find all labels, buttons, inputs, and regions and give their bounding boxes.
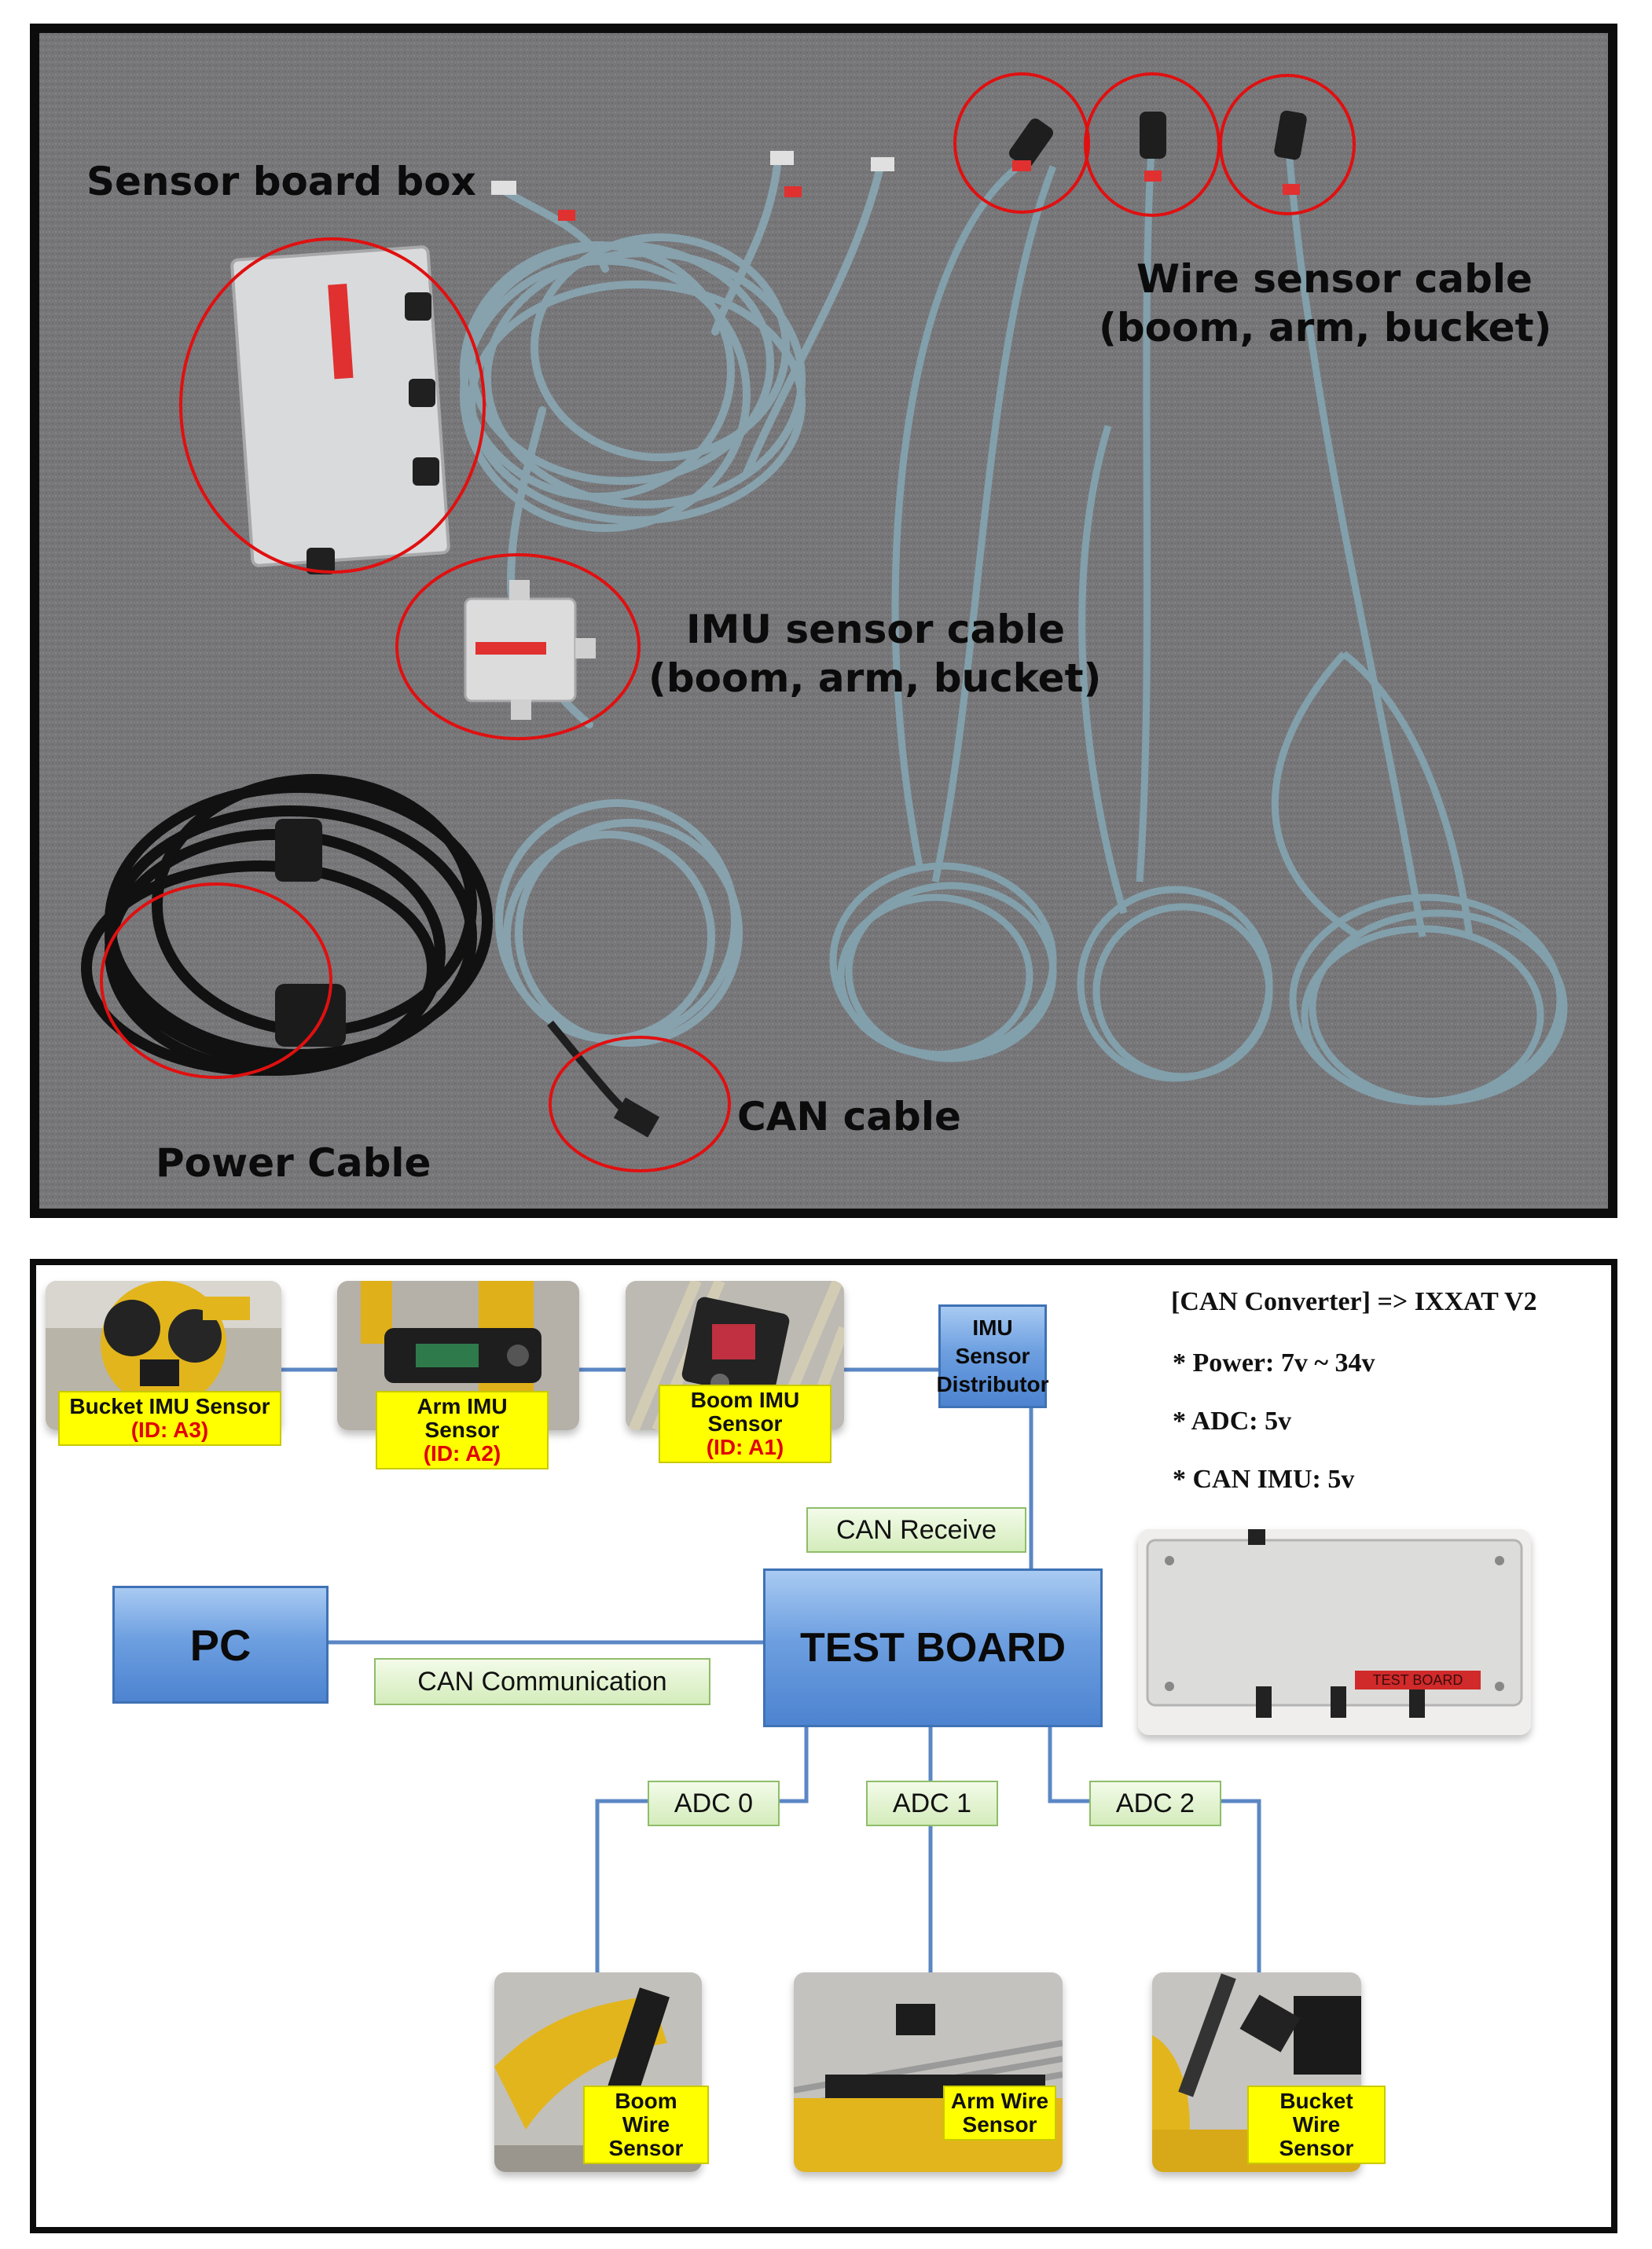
bucket-imu-name: Bucket IMU Sensor xyxy=(69,1394,270,1418)
cable-photo xyxy=(39,33,1608,1209)
cable-connectors xyxy=(491,151,894,221)
system-diagram-panel: Bucket IMU Sensor (ID: A3) Arm IMU Senso… xyxy=(30,1259,1617,2233)
imu-sensor-distributor: IMU Sensor Distributor xyxy=(936,1304,1049,1408)
can-communication-tag: CAN Communication xyxy=(374,1658,710,1705)
test-board-box: TEST BOARD xyxy=(763,1568,1103,1727)
bucket-imu-label: Bucket IMU Sensor (ID: A3) xyxy=(58,1391,281,1446)
line-adc2 xyxy=(1048,1727,1261,1972)
board-photo-sticker: TEST BOARD xyxy=(1373,1672,1463,1688)
highlight-circles xyxy=(100,72,1356,1172)
spec-can-imu: * CAN IMU: 5v xyxy=(1173,1465,1355,1494)
arm-wire-line2: Sensor xyxy=(962,2112,1037,2137)
adc2-tag: ADC 2 xyxy=(1089,1781,1221,1826)
boom-wire-line2: Sensor xyxy=(608,2136,684,2160)
spec-can-converter: [CAN Converter] => IXXAT V2 xyxy=(1171,1287,1537,1316)
arm-imu-name: Arm IMU Sensor xyxy=(417,1394,508,1442)
bucket-wire-line2: Sensor xyxy=(1279,2136,1354,2160)
sensor-board-box xyxy=(230,245,450,574)
wire-sensor-cable-label-line2: (boom, arm, bucket) xyxy=(1099,305,1552,350)
boom-imu-label: Boom IMU Sensor (ID: A1) xyxy=(659,1385,832,1463)
arm-wire-label: Arm Wire Sensor xyxy=(943,2086,1056,2141)
boom-imu-name: Boom IMU Sensor xyxy=(690,1388,800,1436)
boom-wire-line1: Boom Wire xyxy=(615,2089,677,2137)
power-cable-label: Power Cable xyxy=(156,1140,431,1186)
arm-imu-label: Arm IMU Sensor (ID: A2) xyxy=(376,1391,549,1469)
imu-sensor-cable-label-line2: (boom, arm, bucket) xyxy=(648,655,1102,701)
imu-junction-box xyxy=(464,580,596,720)
distributor-line1: IMU Sensor xyxy=(955,1315,1030,1368)
arm-wire-line1: Arm Wire xyxy=(950,2089,1049,2113)
imu-cable-coil xyxy=(460,155,884,728)
can-cable-label: CAN cable xyxy=(737,1094,961,1139)
adc0-tag: ADC 0 xyxy=(648,1781,780,1826)
adc1-tag: ADC 1 xyxy=(866,1781,998,1826)
imu-sensor-cable-label: IMU sensor cable (boom, arm, bucket) xyxy=(648,605,1101,703)
line-adc0 xyxy=(595,1727,809,1972)
bucket-wire-line1: Bucket Wire xyxy=(1279,2089,1353,2137)
imu-sensor-cable-label-line1: IMU sensor cable xyxy=(686,607,1066,652)
arm-imu-id: (ID: A2) xyxy=(423,1441,501,1466)
test-board-photo: TEST BOARD xyxy=(1138,1529,1531,1735)
boom-imu-id: (ID: A1) xyxy=(706,1435,784,1459)
arm-wire-photo xyxy=(794,1972,1063,2172)
sensor-board-box-label: Sensor board box xyxy=(86,159,476,204)
pc-box: PC xyxy=(112,1586,329,1704)
can-receive-tag: CAN Receive xyxy=(806,1507,1026,1553)
spec-adc: * ADC: 5v xyxy=(1173,1407,1292,1436)
cable-photo-panel: Sensor board box Wire sensor cable (boom… xyxy=(30,24,1617,1218)
wire-sensor-connectors xyxy=(1009,110,1307,195)
spec-power: * Power: 7v ~ 34v xyxy=(1173,1348,1375,1378)
wire-sensor-cables xyxy=(829,150,1568,1106)
wire-sensor-cable-label: Wire sensor cable (boom, arm, bucket) xyxy=(1099,255,1551,352)
can-connector xyxy=(613,1097,660,1138)
wire-sensor-cable-label-line1: Wire sensor cable xyxy=(1136,256,1533,302)
distributor-line2: Distributor xyxy=(936,1372,1049,1396)
bucket-wire-label: Bucket Wire Sensor xyxy=(1247,2086,1386,2164)
bucket-imu-id: (ID: A3) xyxy=(130,1418,209,1442)
boom-wire-label: Boom Wire Sensor xyxy=(583,2086,709,2164)
connection-lines xyxy=(281,1367,1261,1972)
